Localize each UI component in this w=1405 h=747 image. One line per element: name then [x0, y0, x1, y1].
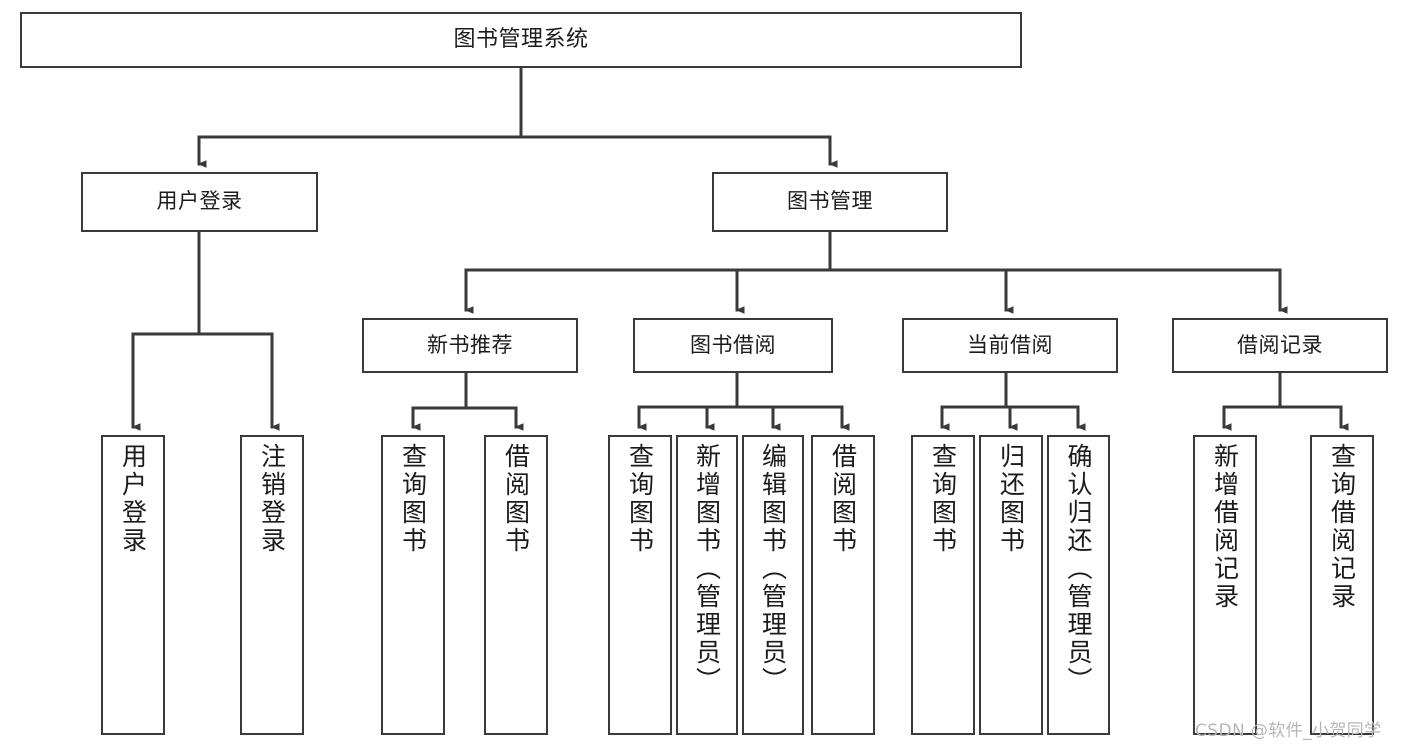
node-label: 归还图书 — [996, 443, 1026, 555]
node-label: 新增图书（管理员） — [692, 443, 722, 695]
node-label: 查询图书 — [625, 443, 655, 555]
node-book-management[interactable]: 图书管理 — [712, 172, 948, 232]
node-label: 查询借阅记录 — [1327, 443, 1357, 611]
leaf-user-login-signout[interactable]: 注销登录 — [240, 435, 304, 735]
node-label: 查询图书 — [398, 443, 428, 555]
node-current-borrow[interactable]: 当前借阅 — [902, 318, 1118, 373]
node-label: 借阅图书 — [828, 443, 858, 555]
node-label: 图书管理 — [787, 189, 873, 214]
node-book-borrow[interactable]: 图书借阅 — [633, 318, 833, 373]
node-label: 查询图书 — [928, 443, 958, 555]
leaf-new-book-query[interactable]: 查询图书 — [381, 435, 445, 735]
node-label: 编辑图书（管理员） — [758, 443, 788, 695]
leaf-borrow-record-query[interactable]: 查询借阅记录 — [1310, 435, 1374, 735]
leaf-book-borrow-lend[interactable]: 借阅图书 — [811, 435, 875, 735]
node-label: 新书推荐 — [427, 332, 513, 357]
leaf-book-borrow-query[interactable]: 查询图书 — [608, 435, 672, 735]
leaf-book-borrow-edit[interactable]: 编辑图书（管理员） — [742, 435, 804, 735]
node-borrow-record[interactable]: 借阅记录 — [1172, 318, 1388, 373]
leaf-borrow-record-add[interactable]: 新增借阅记录 — [1193, 435, 1257, 735]
leaf-current-borrow-confirm-return[interactable]: 确认归还（管理员） — [1047, 435, 1110, 735]
node-new-book-recommend[interactable]: 新书推荐 — [362, 318, 578, 373]
leaf-book-borrow-add[interactable]: 新增图书（管理员） — [676, 435, 738, 735]
leaf-current-borrow-query[interactable]: 查询图书 — [911, 435, 975, 735]
node-label: 图书借阅 — [690, 332, 776, 357]
node-label: 借阅图书 — [501, 443, 531, 555]
node-user-login[interactable]: 用户登录 — [81, 172, 318, 232]
node-label: 用户登录 — [156, 189, 243, 214]
leaf-user-login-signin[interactable]: 用户登录 — [101, 435, 165, 735]
csdn-watermark: CSDN @软件_小贺同学 — [1195, 721, 1382, 741]
node-root-book-management-system[interactable]: 图书管理系统 — [20, 12, 1022, 68]
node-label: 新增借阅记录 — [1210, 443, 1240, 611]
leaf-new-book-borrow[interactable]: 借阅图书 — [484, 435, 548, 735]
node-label: 注销登录 — [257, 443, 287, 555]
node-label: 借阅记录 — [1237, 332, 1323, 357]
node-label: 用户登录 — [118, 443, 148, 555]
leaf-current-borrow-return[interactable]: 归还图书 — [979, 435, 1043, 735]
node-label: 当前借阅 — [967, 332, 1053, 357]
node-label: 图书管理系统 — [453, 26, 589, 52]
node-label: 确认归还（管理员） — [1064, 443, 1093, 695]
